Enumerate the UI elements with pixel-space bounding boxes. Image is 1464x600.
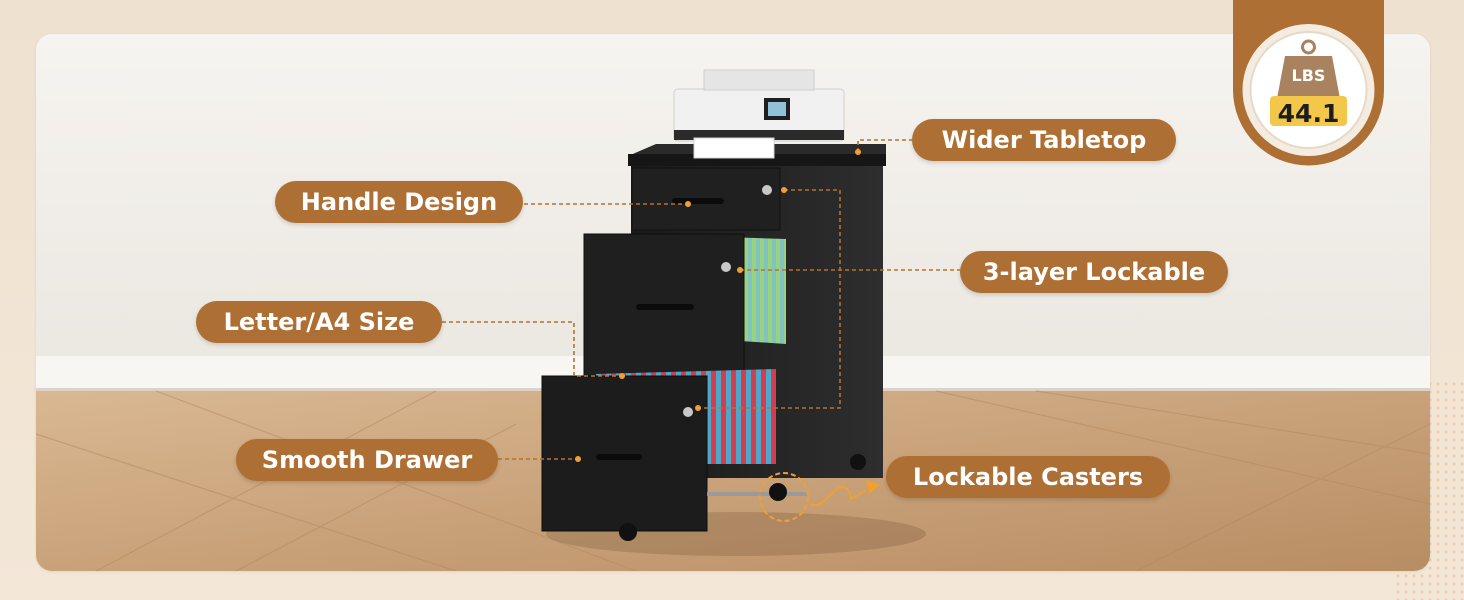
callout-smooth-drawer: Smooth Drawer bbox=[236, 439, 498, 481]
callout-letter-a4-size: Letter/A4 Size bbox=[196, 301, 442, 343]
kettlebell-weight-icon bbox=[1276, 39, 1341, 104]
printer bbox=[673, 69, 845, 159]
callout-anchor-dots bbox=[575, 149, 861, 462]
product-scene bbox=[36, 34, 1430, 571]
callout-wider-tabletop: Wider Tabletop bbox=[912, 119, 1176, 161]
filing-cabinet bbox=[541, 144, 886, 541]
weight-badge bbox=[1233, 0, 1384, 166]
callout-leader-lines bbox=[442, 139, 960, 460]
weight-value-label: 44.1 bbox=[1277, 99, 1340, 128]
callout-handle-design: Handle Design bbox=[275, 181, 523, 223]
product-photo-panel bbox=[36, 34, 1430, 571]
weight-unit-label: LBS bbox=[1291, 66, 1326, 85]
callout-lockable-casters: Lockable Casters bbox=[886, 456, 1170, 498]
caster-arrow-icon bbox=[809, 486, 867, 507]
caster-highlight-circle bbox=[759, 472, 809, 522]
callout-3-layer-lockable: 3-layer Lockable bbox=[960, 251, 1228, 293]
